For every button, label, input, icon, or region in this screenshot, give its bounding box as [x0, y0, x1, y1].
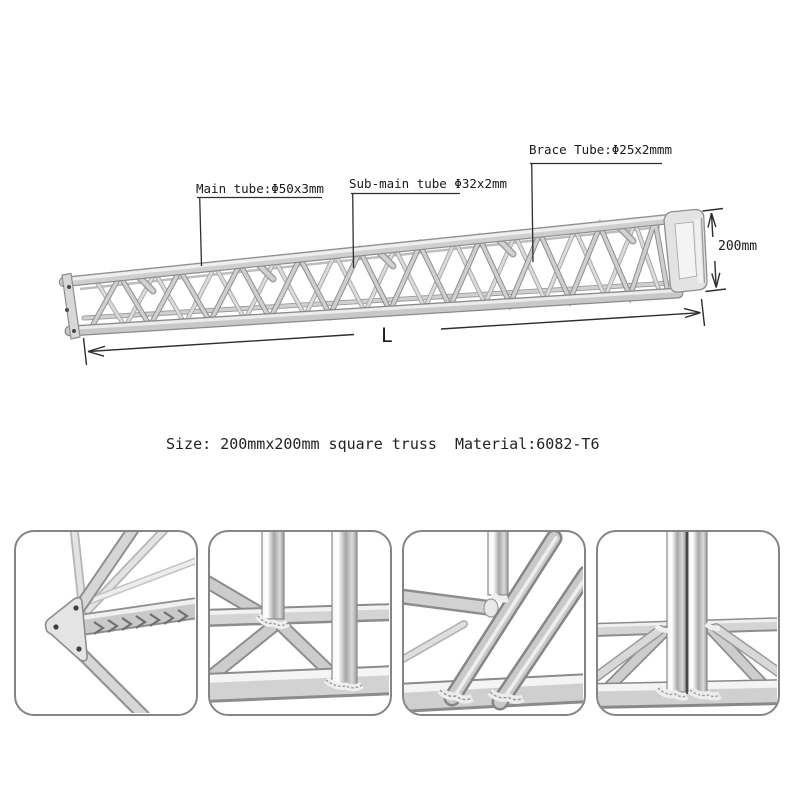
- right-end-frame: [663, 208, 708, 293]
- triangular-end-plate: [44, 596, 88, 662]
- main-tube-bottom-chord: [64, 287, 684, 337]
- brace-tube-label: Brace Tube:Φ25x2mmm: [529, 142, 672, 157]
- chord-brace-joint-closeup-photo: [208, 530, 392, 716]
- truss-end-panel-closeup-photo: [14, 530, 198, 716]
- diagonal-brace-weld-closeup-photo: [402, 530, 586, 716]
- main-tube-top-chord: [58, 210, 705, 288]
- left-end-plate: [61, 272, 81, 340]
- length-dimension-lines: [82, 298, 706, 366]
- chevron-weld-pattern: [93, 609, 189, 635]
- size-material-caption: Size: 200mmx200mm square truss Material:…: [166, 435, 600, 453]
- back-brace-tubes: [93, 216, 663, 332]
- main-tube-label: Main tube:Φ50x3mm: [196, 181, 324, 196]
- weld-beads: [255, 613, 364, 692]
- weld-beads: [437, 591, 525, 704]
- sub-main-tube-leader-line: [351, 192, 460, 269]
- height-dimension-label: 200mm: [718, 239, 758, 254]
- weld-beads: [654, 622, 722, 701]
- brace-tube-leader-line: [530, 162, 662, 263]
- truss-technical-drawing: [58, 162, 727, 366]
- length-dimension-label: L: [381, 324, 393, 347]
- top-face-brace-stubs: [136, 224, 637, 295]
- section-butt-joint-closeup-photo: [596, 530, 780, 716]
- height-dimension-lines: [702, 207, 727, 293]
- main-tube-leader-line: [197, 196, 322, 267]
- sub-main-tube-label: Sub-main tube Φ32x2mm: [349, 176, 508, 191]
